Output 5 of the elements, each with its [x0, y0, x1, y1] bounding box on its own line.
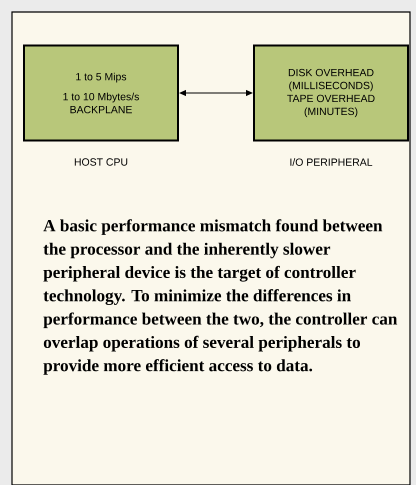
process-box: DISK OVERHEAD (MILLISECONDS) TAPE OVERHEAD (MINUTES)	[253, 44, 409, 142]
caption: A basic performance mismatch found between the processor and the inherently slower peripheral device is the target of controller technology. To minimize the differences in performance between the two, the controller can overlap operations of several peripherals to provide more efficient access to data.	[43, 219, 398, 375]
box-label: HOST CPU	[74, 158, 128, 166]
box-label: I/O PERIPHERAL	[290, 158, 372, 166]
process-box: 1 to 5 Mips 1 to 10 Mbytes/s BACKPLANE	[23, 44, 179, 142]
